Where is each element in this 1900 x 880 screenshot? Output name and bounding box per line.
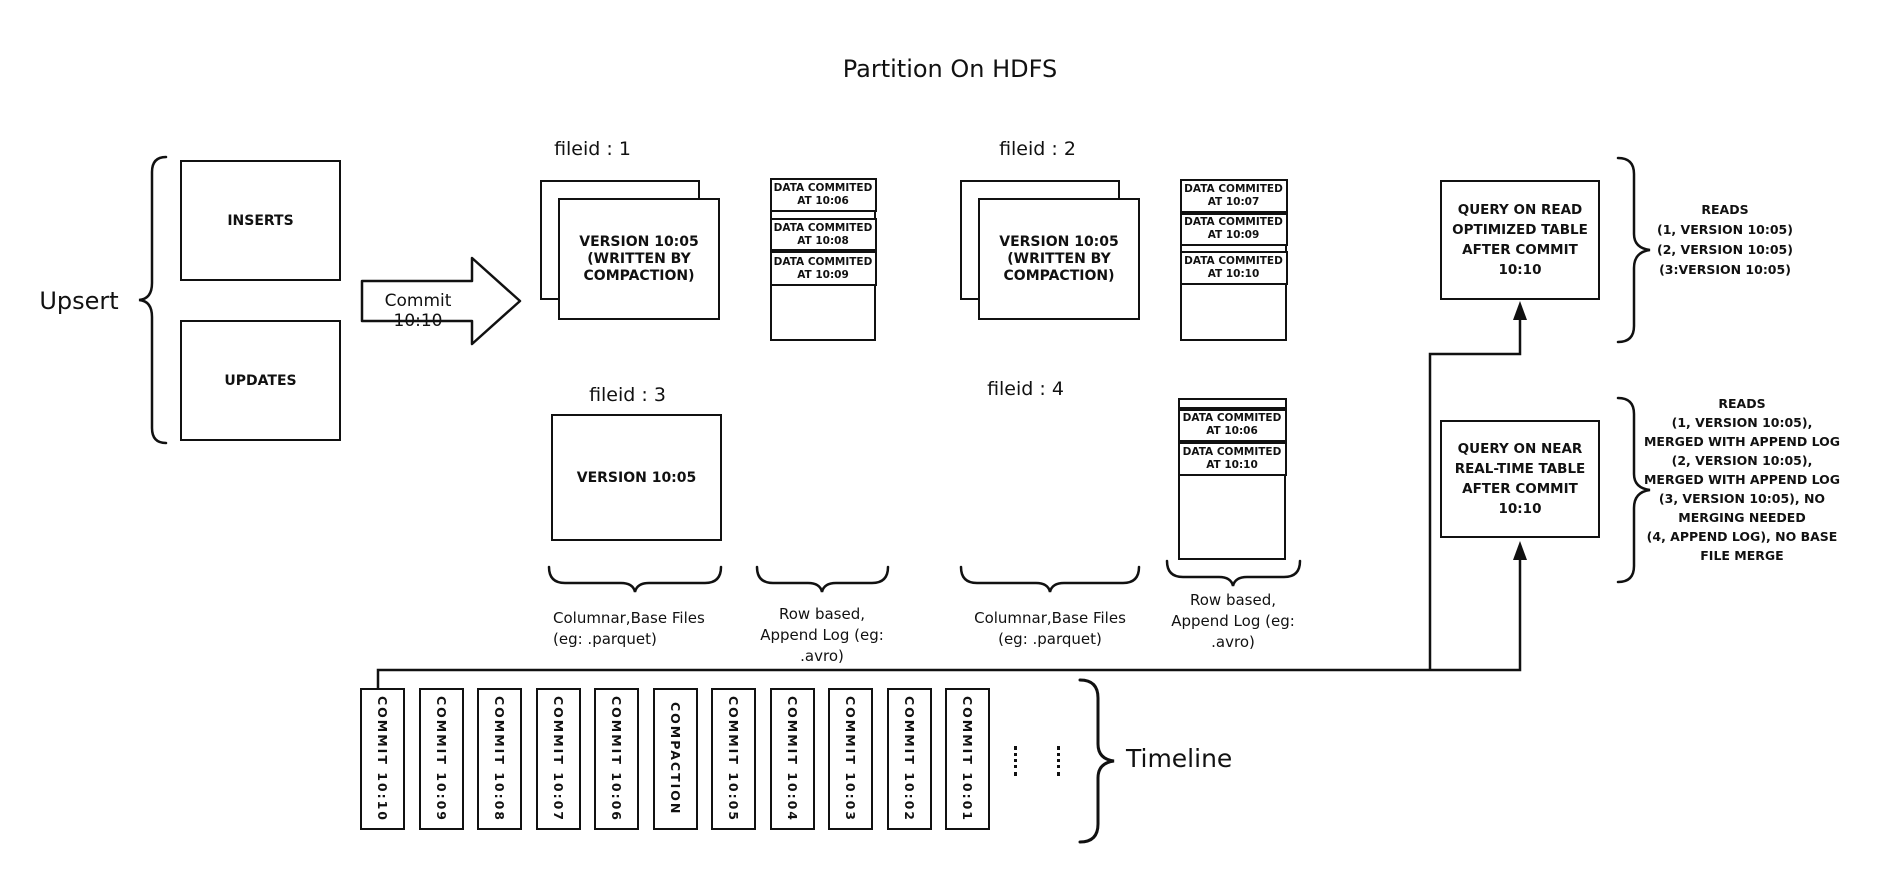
logfile-1: DATA COMMITED AT 10:06 DATA COMMITED AT …	[769, 177, 877, 341]
upsert-brace	[138, 155, 168, 445]
timeline-commit-label: COMMIT 10:08	[492, 696, 507, 822]
logfile-4-top-strip	[1177, 397, 1287, 409]
logfile-2-segment: DATA COMMITED AT 10:07	[1179, 178, 1288, 213]
filegroup-1-label: fileid : 1	[554, 138, 631, 160]
timeline-commit-label: COMMIT 10:10	[375, 696, 390, 822]
timeline-commit-label: COMMIT 10:03	[843, 696, 858, 822]
timeline-commit-label: COMMIT 10:07	[551, 696, 566, 822]
logfile-2: DATA COMMITED AT 10:07 DATA COMMITED AT …	[1179, 178, 1288, 341]
filegroup-1-base-file: VERSION 10:05 (WRITTEN BY COMPACTION)	[558, 198, 720, 320]
logfile-1-segment: DATA COMMITED AT 10:09	[769, 251, 877, 286]
timeline-commit-label: COMMIT 10:05	[726, 696, 741, 822]
query-near-realtime-text: QUERY ON NEAR REAL-TIME TABLE AFTER COMM…	[1454, 441, 1586, 517]
rowbased-brace-2	[1165, 559, 1302, 587]
page-title: Partition On HDFS	[842, 55, 1058, 83]
timeline-commit-label: COMMIT 10:09	[434, 696, 449, 822]
timeline-commit-box: COMMIT 10:04	[770, 688, 815, 830]
filegroup-3-base-file: VERSION 10:05	[551, 414, 722, 541]
logfile-4-segment: DATA COMMITED AT 10:06	[1177, 408, 1287, 442]
row-based-append-log-label-1: Row based, Append Log (eg: .avro)	[760, 605, 884, 665]
inserts-box: INSERTS	[180, 160, 341, 281]
row-based-append-log-label-2: Row based, Append Log (eg: .avro)	[1171, 591, 1295, 651]
timeline-compaction-box: COMPACTION	[653, 688, 698, 830]
updates-box: UPDATES	[180, 320, 341, 441]
timeline-commit-label: COMMIT 10:06	[609, 696, 624, 822]
timeline-commit-box: COMMIT 10:10	[360, 688, 405, 830]
timeline-commit-box: COMMIT 10:09	[419, 688, 464, 830]
filegroup-1-base-text: VERSION 10:05 (WRITTEN BY COMPACTION)	[579, 233, 699, 284]
nrt-arrowhead	[1513, 541, 1527, 560]
timeline-compaction-label: COMPACTION	[668, 702, 683, 816]
timeline-commit-box: COMMIT 10:06	[594, 688, 639, 830]
columnar-brace-1	[547, 565, 723, 593]
ro-arrowhead	[1513, 301, 1527, 320]
reads-result-1: READS (1, VERSION 10:05) (2, VERSION 10:…	[1657, 202, 1793, 277]
timeline-commit-label: COMMIT 10:02	[902, 696, 917, 822]
logfile-4-segment: DATA COMMITED AT 10:10	[1177, 441, 1287, 476]
timeline-commit-box: COMMIT 10:08	[477, 688, 522, 830]
filegroup-3-base-text: VERSION 10:05	[576, 469, 697, 486]
filegroup-2-label: fileid : 2	[999, 138, 1076, 160]
timeline-commit-box: COMMIT 10:07	[536, 688, 581, 830]
logfile-2-segment: DATA COMMITED AT 10:09	[1179, 212, 1288, 246]
timeline-ellipsis	[1057, 746, 1060, 776]
timeline-to-nrt-connector	[376, 560, 1522, 688]
logfile-1-segment: DATA COMMITED AT 10:06	[769, 177, 877, 212]
inserts-label: INSERTS	[227, 212, 294, 229]
logfile-2-segment: DATA COMMITED AT 10:10	[1179, 251, 1288, 285]
timeline-commit-box: COMMIT 10:02	[887, 688, 932, 830]
timeline-brace	[1078, 678, 1115, 844]
timeline-commit-label: COMMIT 10:04	[785, 696, 800, 822]
filegroup-2-base-file: VERSION 10:05 (WRITTEN BY COMPACTION)	[978, 198, 1140, 320]
filegroup-4-label: fileid : 4	[987, 378, 1064, 400]
filegroup-3-label: fileid : 3	[589, 384, 666, 406]
timeline-commit-label: COMMIT 10:01	[960, 696, 975, 822]
filegroup-2-base-text: VERSION 10:05 (WRITTEN BY COMPACTION)	[999, 233, 1119, 284]
commit-arrow-label: Commit 10:10	[384, 291, 452, 331]
columnar-base-files-label-1: Columnar,Base Files (eg: .parquet)	[553, 609, 705, 648]
columnar-brace-2	[959, 565, 1141, 593]
query-read-optimized-text: QUERY ON READ OPTIMIZED TABLE AFTER COMM…	[1452, 202, 1588, 278]
timeline-label: Timeline	[1126, 744, 1233, 773]
rowbased-brace-1	[755, 565, 890, 593]
updates-label: UPDATES	[224, 372, 297, 389]
timeline-commit-box: COMMIT 10:05	[711, 688, 756, 830]
timeline-commit-box: COMMIT 10:03	[828, 688, 873, 830]
logfile-1-segment: DATA COMMITED AT 10:08	[769, 218, 877, 251]
logfile-4: DATA COMMITED AT 10:06 DATA COMMITED AT …	[1177, 397, 1287, 560]
timeline-commit-box: COMMIT 10:01	[945, 688, 990, 830]
upsert-label: Upsert	[39, 287, 119, 315]
timeline-ellipsis	[1014, 746, 1017, 776]
columnar-base-files-label-2: Columnar,Base Files (eg: .parquet)	[974, 609, 1126, 648]
query-read-optimized-box: QUERY ON READ OPTIMIZED TABLE AFTER COMM…	[1440, 180, 1600, 300]
reads-result-2: READS (1, VERSION 10:05), MERGED WITH AP…	[1643, 396, 1841, 563]
query-near-realtime-box: QUERY ON NEAR REAL-TIME TABLE AFTER COMM…	[1440, 420, 1600, 538]
